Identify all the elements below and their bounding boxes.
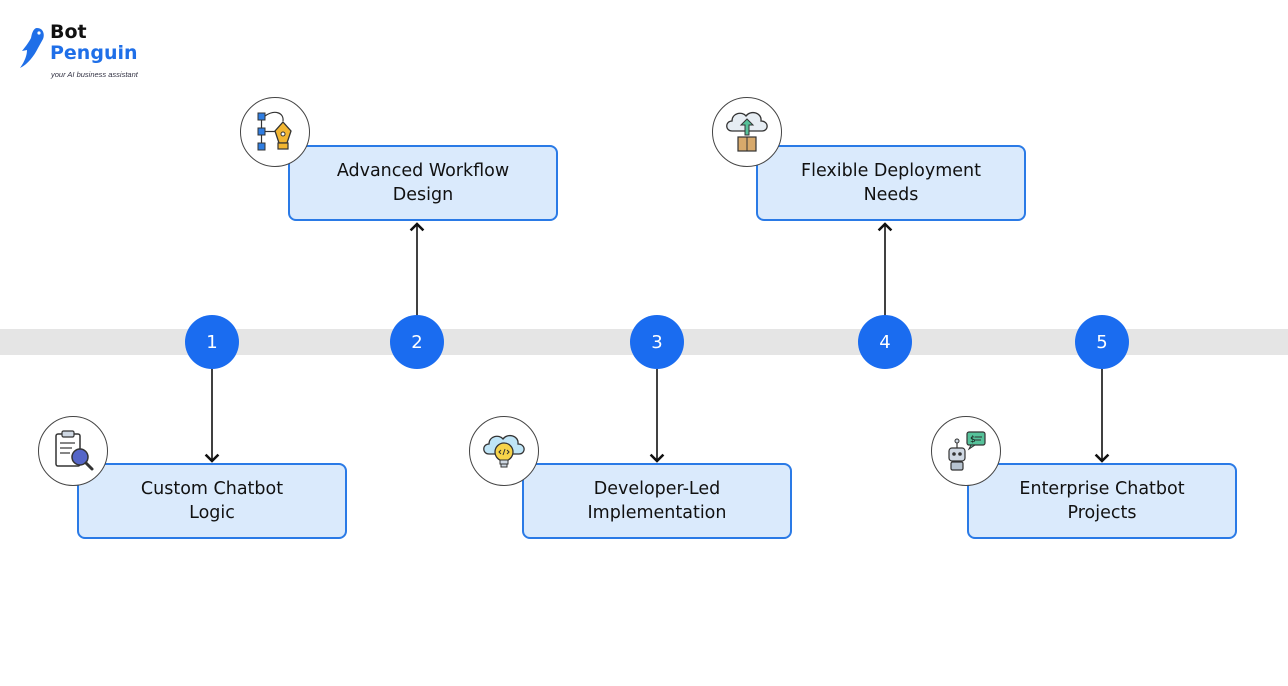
clipboard-magnifier-icon xyxy=(38,416,108,486)
workflow-pen-icon xyxy=(240,97,310,167)
svg-text:$: $ xyxy=(970,435,976,445)
step-card-4: Flexible Deployment Needs xyxy=(756,145,1026,221)
step-label-2: Advanced Workflow Design xyxy=(336,161,510,205)
step-card-3: Developer-Led Implementation xyxy=(522,463,792,539)
step-card-5: Enterprise Chatbot Projects xyxy=(967,463,1237,539)
cloud-lightbulb-code-icon xyxy=(469,416,539,486)
robot-chat-dollar-icon: $ xyxy=(931,416,1001,486)
step-number-5: 5 xyxy=(1075,315,1129,369)
step-number-1: 1 xyxy=(185,315,239,369)
step-label-1: Custom Chatbot Logic xyxy=(140,479,284,523)
penguin-logo-icon xyxy=(20,28,44,68)
brand-logo: Bot Penguin your AI business assistant xyxy=(18,22,158,84)
brand-tagline: your AI business assistant xyxy=(51,70,138,79)
step-label-4: Flexible Deployment Needs xyxy=(801,161,981,205)
brand-name-line1: Bot xyxy=(50,21,87,43)
step-number-2: 2 xyxy=(390,315,444,369)
cloud-upload-box-icon xyxy=(712,97,782,167)
step-label-3: Developer-Led Implementation xyxy=(587,479,727,523)
brand-name-line2: Penguin xyxy=(50,42,138,64)
step-card-2: Advanced Workflow Design xyxy=(288,145,558,221)
step-label-5: Enterprise Chatbot Projects xyxy=(1019,479,1185,523)
step-number-4: 4 xyxy=(858,315,912,369)
step-number-3: 3 xyxy=(630,315,684,369)
step-card-1: Custom Chatbot Logic xyxy=(77,463,347,539)
